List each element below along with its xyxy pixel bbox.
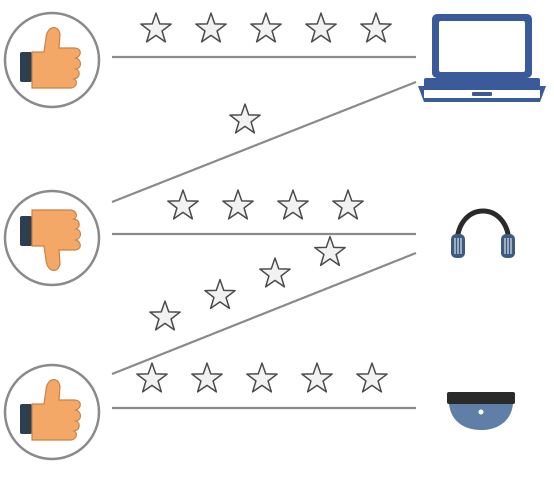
star-icon <box>314 235 346 267</box>
dome-camera-icon <box>447 392 515 430</box>
headphones-band <box>454 208 512 247</box>
star-rating-thumb-up-to-headphones <box>229 103 261 134</box>
user-node-3 <box>3 363 101 461</box>
laptop-screen <box>439 21 525 72</box>
star-icon <box>149 300 181 331</box>
star-rating-thumb-up-to-dome-camera <box>149 235 346 331</box>
cuff <box>20 404 32 434</box>
laptop-hinge <box>424 78 540 88</box>
star-rating-thumb-down-to-headphones <box>167 189 364 220</box>
star-icon <box>360 12 392 43</box>
cuff <box>20 52 32 82</box>
star-rating-thumb-up-to-laptop <box>140 12 392 43</box>
camera-lens <box>478 409 484 415</box>
star-icon <box>204 278 236 310</box>
headphones-icon <box>451 208 515 258</box>
product-nodes <box>418 14 546 430</box>
star-icon <box>356 362 388 393</box>
star-icon <box>229 103 261 134</box>
star-icon <box>191 362 223 393</box>
connection-line-thumb-up-to-dome-camera <box>111 251 417 376</box>
laptop-touchpad <box>472 92 492 96</box>
star-icon <box>140 12 172 43</box>
connection-line-thumb-up-to-headphones <box>111 80 417 204</box>
star-icon <box>167 189 199 220</box>
user-node-1 <box>3 11 101 109</box>
thumbs-up-icon <box>20 379 82 441</box>
star-rating-thumb-up-to-dome-camera-2 <box>136 362 388 393</box>
star-icon <box>277 189 309 220</box>
cuff <box>20 216 32 246</box>
camera-mount <box>447 392 515 404</box>
star-icon <box>246 362 278 393</box>
thumbs-up-icon <box>20 27 82 89</box>
star-icon <box>305 12 337 43</box>
user-nodes <box>3 11 101 461</box>
star-icon <box>332 189 364 220</box>
star-icon <box>301 362 333 393</box>
star-icon <box>136 362 168 393</box>
star-icon <box>259 257 291 288</box>
camera-dome <box>449 404 513 430</box>
rating-stars <box>136 12 392 393</box>
star-icon <box>250 12 282 43</box>
user-node-2 <box>3 189 101 287</box>
star-icon <box>195 12 227 43</box>
star-icon <box>222 189 254 220</box>
thumbs-down-icon <box>20 209 82 271</box>
connection-lines <box>111 55 417 410</box>
laptop-icon <box>418 14 546 102</box>
